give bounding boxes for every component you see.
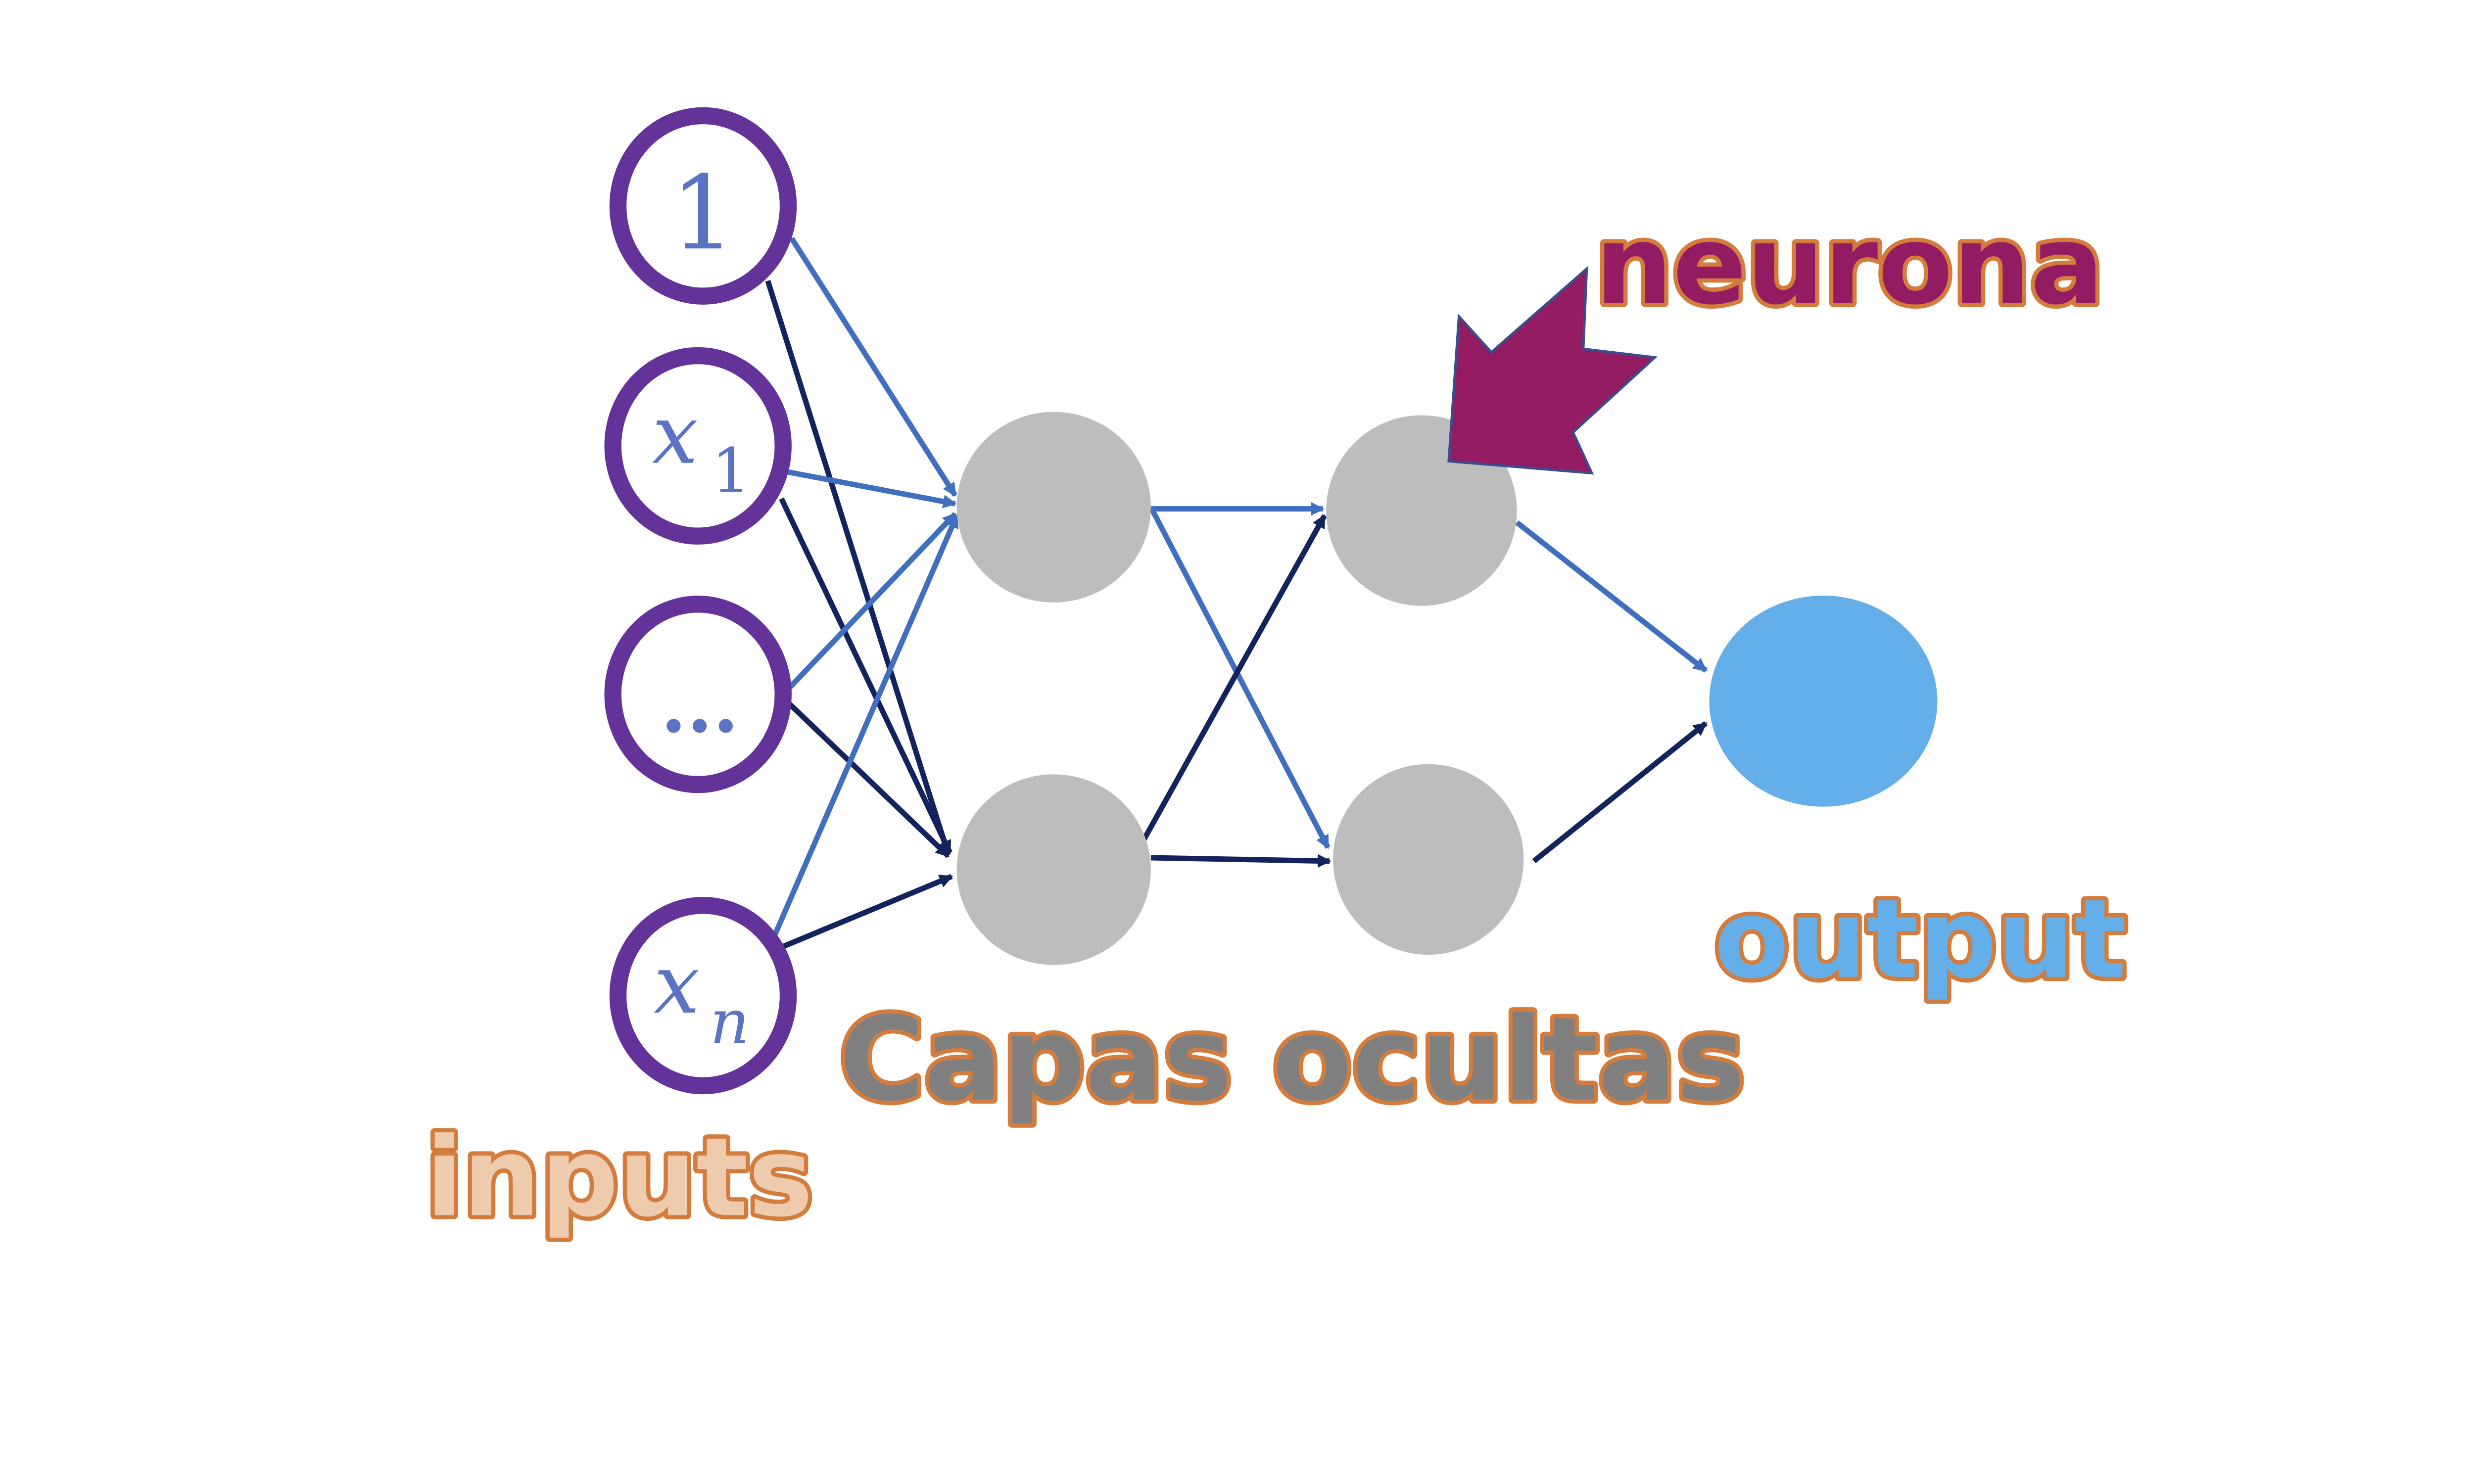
neuron-pointer-arrow xyxy=(1447,266,1658,475)
hidden-layers-label: Capas ocultas xyxy=(839,992,1745,1127)
input-label: x xyxy=(652,387,698,482)
connection-arrow xyxy=(783,697,951,858)
edges xyxy=(765,236,1708,951)
input-label: 1 xyxy=(670,153,735,273)
input-subscript: 1 xyxy=(712,435,751,507)
connection-arrow xyxy=(779,497,952,854)
input-subscript: n xyxy=(710,987,750,1058)
connection-arrow xyxy=(1140,514,1327,844)
connection-arrow xyxy=(770,514,959,941)
neuron-label: neurona xyxy=(1595,202,2104,328)
input-label: ... xyxy=(661,661,739,749)
connection-arrow xyxy=(784,468,957,509)
output-label: output xyxy=(1714,876,2127,1003)
input-label: x xyxy=(654,937,700,1032)
connection-arrow xyxy=(1515,520,1708,673)
connection-arrow xyxy=(1532,721,1708,864)
connection-arrow xyxy=(1148,506,1331,849)
connection-arrow xyxy=(778,874,953,951)
output-neuron xyxy=(1709,596,1938,807)
hidden-neuron-2-2 xyxy=(1333,764,1524,955)
hidden-neuron-1-2 xyxy=(956,774,1151,965)
input-node-xn: x n xyxy=(609,897,797,1095)
connection-arrow xyxy=(783,512,957,695)
input-node-bias: 1 xyxy=(609,107,797,305)
connection-arrow xyxy=(789,236,957,497)
connection-arrow xyxy=(765,280,952,856)
input-node-ellipsis: ... xyxy=(604,596,792,793)
input-node-x1: x 1 xyxy=(604,347,792,545)
hidden-neuron-1-1 xyxy=(956,412,1151,603)
inputs-label: inputs xyxy=(426,1114,813,1241)
connection-arrow xyxy=(1150,854,1332,868)
